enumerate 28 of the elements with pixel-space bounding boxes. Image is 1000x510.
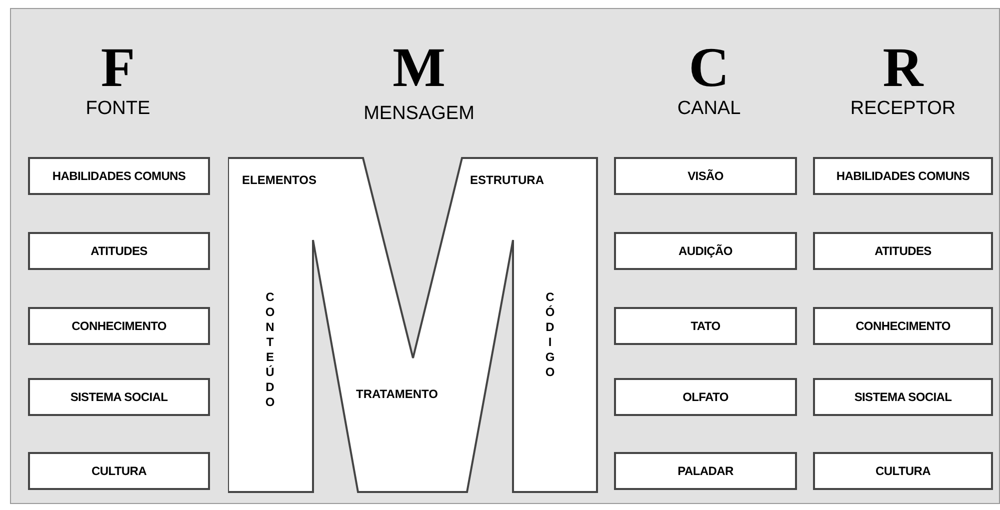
heading-letter: C [688,40,730,96]
text-box: OLFATO [614,378,797,416]
text-box: SISTEMA SOCIAL [813,378,993,416]
heading-letter: R [882,40,925,96]
heading-label: RECEPTOR [849,98,957,120]
text-box: PALADAR [614,452,797,490]
text-box: ATITUDES [813,232,993,270]
shape-label: TRATAMENTO [356,387,438,401]
shape-label: ESTRUTURA [470,173,544,187]
text-box: SISTEMA SOCIAL [28,378,210,416]
vertical-label: CONTEÚDO [263,290,277,410]
text-box: ATITUDES [28,232,210,270]
text-box: CULTURA [813,452,993,490]
heading-letter: F [100,40,136,96]
shape-label: ELEMENTOS [242,173,316,187]
heading-letter: M [392,40,446,96]
text-box: CONHECIMENTO [28,307,210,345]
text-box: AUDIÇÃO [614,232,797,270]
text-box: CULTURA [28,452,210,490]
text-box: CONHECIMENTO [813,307,993,345]
heading-label: CANAL [676,98,742,120]
heading-label: MENSAGEM [362,103,476,125]
text-box: TATO [614,307,797,345]
text-box: VISÃO [614,157,797,195]
vertical-label: CÓDIGO [543,290,557,380]
heading-label: FONTE [84,98,152,120]
text-box: HABILIDADES COMUNS [813,157,993,195]
text-box: HABILIDADES COMUNS [28,157,210,195]
